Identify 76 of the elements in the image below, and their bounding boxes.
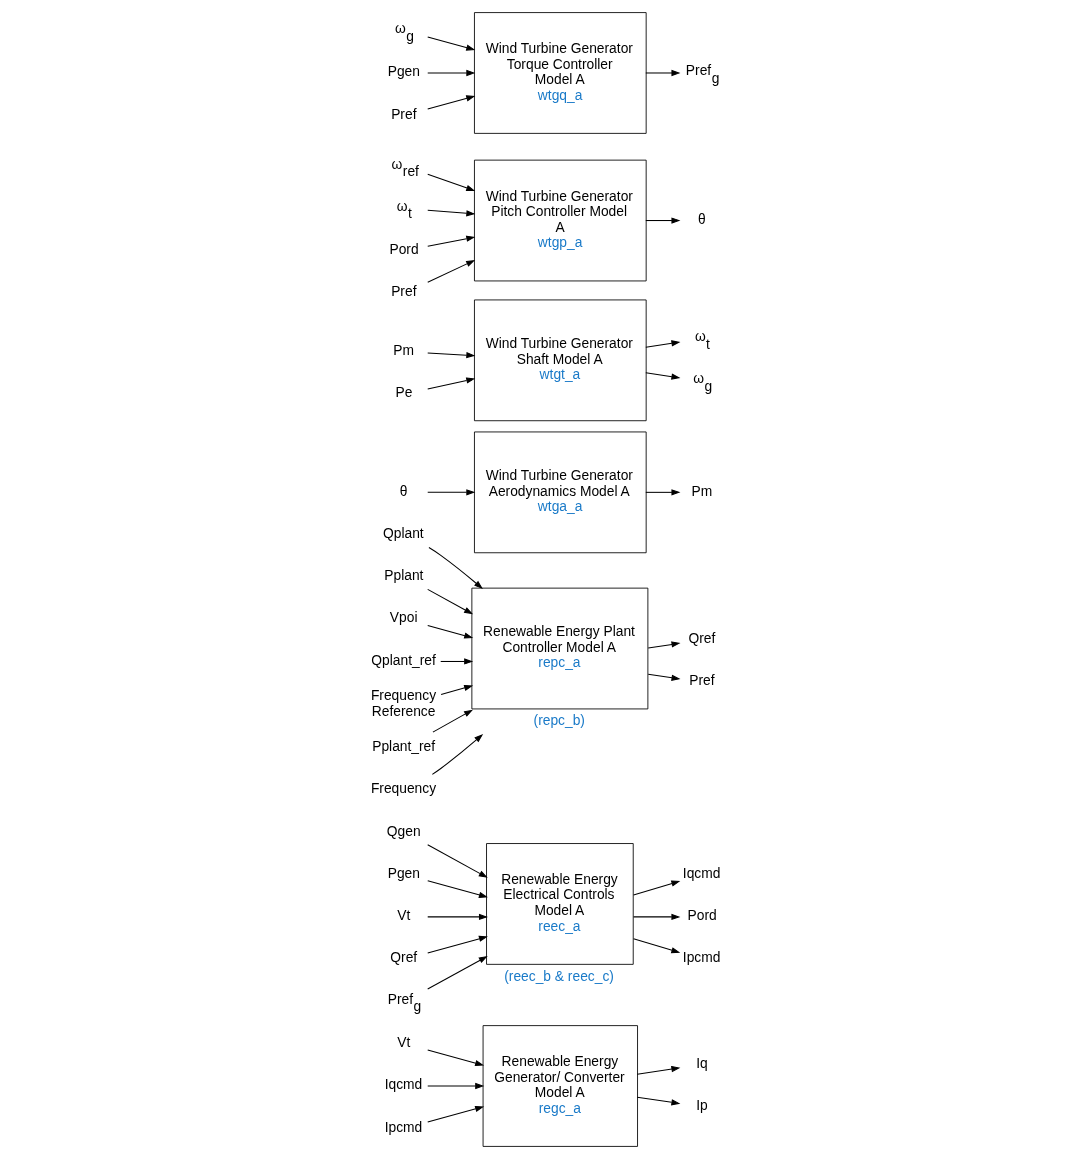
arrow	[427, 547, 483, 590]
arrow	[632, 938, 680, 954]
arrow	[426, 624, 473, 639]
node-text: Ip	[695, 1098, 708, 1113]
node-text: Pplant	[383, 568, 423, 584]
node-box: Renewable Energy Electrical Controls Model A reec_a	[485, 843, 634, 965]
node-text: Vt	[396, 1035, 410, 1051]
arrow	[440, 684, 473, 696]
arrow	[426, 1105, 484, 1123]
arrow	[644, 340, 680, 348]
arrow	[636, 1065, 680, 1075]
arrow	[426, 1049, 484, 1067]
node-text: Pm	[690, 483, 712, 499]
node-text: Pref	[390, 106, 416, 122]
arrow	[647, 641, 680, 649]
arrow	[426, 235, 475, 247]
arrow	[426, 935, 488, 954]
arrow	[431, 709, 473, 733]
node-text: Ipcmd	[682, 950, 720, 966]
node-text: Qplant	[382, 525, 424, 541]
node-text: Iqcmd	[682, 865, 720, 881]
node-label: (repc_b)	[533, 713, 585, 729]
node-text: Frequency Reference	[370, 688, 436, 719]
node-text: Pgen	[387, 64, 420, 80]
node-box: Wind Turbine Generator Torque Controller Model A wtgq_a	[473, 12, 647, 134]
node-text: Pm	[392, 342, 414, 358]
node-text: Frequency	[370, 781, 436, 797]
node-text: Pord	[687, 908, 717, 924]
arrow	[426, 173, 475, 191]
arrow	[426, 95, 475, 110]
node-box: Wind Turbine Generator Shaft Model A wtgt_a	[473, 299, 647, 422]
node-text: Pord	[388, 242, 419, 258]
arrow	[426, 377, 475, 390]
node-text: Iq	[695, 1055, 708, 1071]
node-text: Ipcmd	[384, 1119, 422, 1135]
arrow	[426, 69, 475, 77]
node-text: Pplant_ref	[371, 739, 435, 755]
node-text: Pref	[390, 284, 416, 300]
arrow	[636, 1096, 680, 1106]
arrow	[632, 913, 680, 921]
node-text: Qref	[389, 950, 417, 966]
node-box: Renewable Energy Plant Controller Model A repc_a	[470, 587, 648, 710]
node-box: Wind Turbine Generator Aerodynamics Model A wtga_a	[473, 431, 647, 554]
arrow	[431, 734, 483, 775]
node-text: Pe	[395, 385, 412, 401]
arrow	[647, 673, 680, 681]
node-text: Vpoi	[389, 610, 418, 626]
arrow	[426, 260, 475, 283]
node-text: θ	[697, 211, 706, 227]
node-box: Wind Turbine Generator Pitch Controller Model A wtgp_a	[473, 159, 647, 282]
arrow	[426, 489, 475, 496]
arrow	[426, 956, 488, 990]
arrow	[644, 217, 680, 224]
node-text: θ	[399, 483, 407, 499]
arrow	[632, 880, 680, 896]
node-text: Qplant_ref	[370, 652, 436, 668]
arrow	[426, 1082, 484, 1090]
arrow	[439, 658, 473, 665]
arrow	[426, 36, 475, 51]
node-text: Iqcmd	[384, 1077, 422, 1093]
arrow	[644, 489, 680, 496]
node-text: Pgen	[387, 865, 420, 881]
node-text: Qgen	[386, 823, 421, 839]
arrow	[426, 913, 488, 921]
node-label: (reec_b & reec_c)	[503, 968, 614, 984]
arrow	[644, 69, 680, 77]
node-text: Pref	[688, 673, 715, 689]
arrow	[426, 588, 473, 615]
arrow	[644, 372, 680, 380]
node-text: Qref	[687, 631, 715, 647]
arrow	[426, 880, 488, 899]
node-box: Renewable Energy Generator/ Converter Model A regc_a	[482, 1025, 638, 1147]
arrow	[426, 844, 488, 878]
node-text: Vt	[396, 908, 410, 924]
arrow	[426, 209, 475, 217]
arrow	[426, 352, 475, 359]
